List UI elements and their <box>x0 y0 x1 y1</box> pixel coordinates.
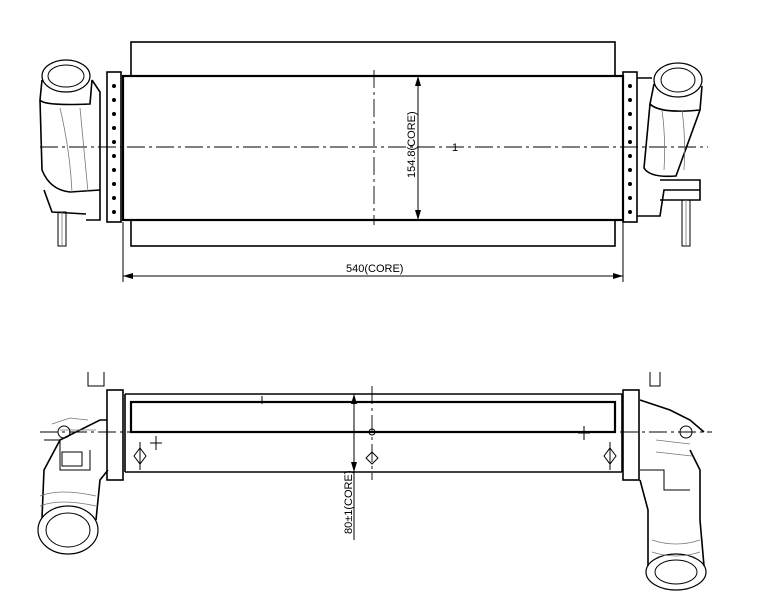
top-view-core <box>129 400 617 434</box>
core-width-label: 540(CORE) <box>346 263 403 275</box>
view-mark: 1 <box>452 142 458 154</box>
left-inlet-pipe <box>39 59 101 247</box>
top-left-rail <box>106 389 124 481</box>
core-depth-label: 80±1(CORE) <box>343 471 355 535</box>
bottom-header-plate <box>130 219 616 247</box>
core-depth-dimension: 80±1(CORE) <box>343 394 357 540</box>
right-rail-rivets <box>628 84 632 214</box>
top-right-pipe <box>639 372 707 591</box>
top-view: 80±1(CORE) <box>37 372 712 591</box>
core-width-dimension: 540(CORE) <box>122 222 624 282</box>
top-right-rail <box>622 389 640 481</box>
core-outline <box>121 74 625 222</box>
top-header-plate <box>130 41 616 77</box>
right-outlet-pipe <box>637 62 703 247</box>
top-left-pipe <box>37 372 109 555</box>
front-view: 154.8(CORE) 1 540(CORE) <box>39 41 708 282</box>
left-rail-rivets <box>112 84 116 214</box>
mounting-markers <box>133 426 617 470</box>
core-height-label: 154.8(CORE) <box>406 111 418 178</box>
core-height-dimension: 154.8(CORE) 1 <box>406 76 458 220</box>
